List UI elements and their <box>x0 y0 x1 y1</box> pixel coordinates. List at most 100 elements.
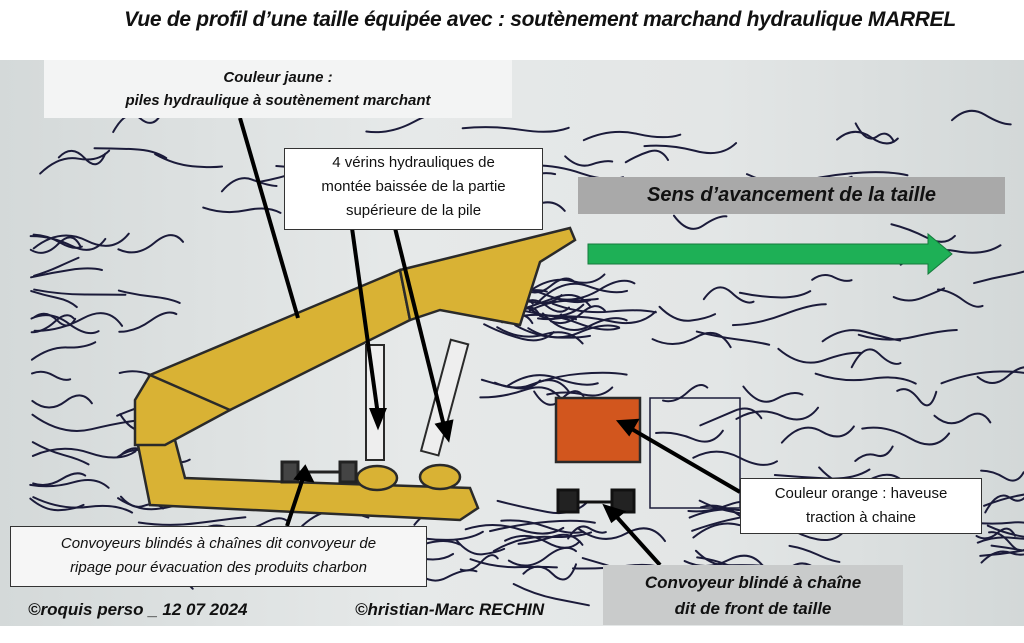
scribble-stroke <box>788 544 841 563</box>
scribble-stroke <box>940 370 1024 385</box>
scribble-stroke <box>655 429 724 443</box>
scribble-stroke <box>29 478 110 489</box>
scribble-stroke <box>814 372 917 385</box>
scribble-stroke <box>850 348 902 369</box>
scribble-stroke <box>154 153 224 169</box>
scribble-stroke <box>980 469 1024 482</box>
scribble-stroke <box>461 126 570 133</box>
label-front-conveyor: Convoyeur blindé à chaîne dit de front d… <box>603 565 903 625</box>
scribble-stroke <box>32 232 130 250</box>
scribble-stroke <box>117 234 185 254</box>
hydraulic-jacks <box>365 338 470 461</box>
scribble-stroke <box>699 407 763 427</box>
label-ripage-conveyor: Convoyeurs blindés à chaînes dit convoye… <box>10 526 427 587</box>
pile-front-canopy <box>398 226 577 327</box>
scribble-stroke <box>531 273 606 291</box>
label-line: supérieure de la pile <box>345 202 482 219</box>
scribble-stroke <box>30 341 97 361</box>
scribble-stroke <box>454 538 506 556</box>
scribble-stroke <box>57 149 107 166</box>
scribble-stroke <box>821 329 902 343</box>
scribble-stroke <box>857 329 958 341</box>
scribble-stroke <box>517 533 584 546</box>
label-line: dit de front de taille <box>674 599 832 618</box>
scribble-stroke <box>483 323 555 342</box>
scribble-stroke <box>504 534 581 549</box>
scribble-stroke <box>624 149 670 164</box>
scribble-stroke <box>479 386 563 400</box>
scribble-stroke <box>480 378 542 390</box>
scribble-stroke <box>936 288 984 308</box>
ripage-conveyor <box>280 460 358 484</box>
scribble-stroke <box>742 385 804 403</box>
scribble-stroke <box>512 583 590 607</box>
scribble-stroke <box>738 290 812 299</box>
diagram-title: Vue de profil d’une taille équipée avec … <box>124 8 956 31</box>
scribble-stroke <box>30 314 100 335</box>
label-line: 4 vérins hydrauliques de <box>332 154 495 171</box>
label-hydraulic-jacks: 4 vérins hydrauliques de montée baissée … <box>284 148 543 230</box>
scribble-stroke <box>662 384 709 403</box>
jack-foot <box>418 463 462 491</box>
scribble-stroke <box>118 311 178 333</box>
scribble-stroke <box>556 279 636 301</box>
scribble-stroke <box>541 312 628 331</box>
scribble-stroke <box>658 305 717 322</box>
footer-sketch-credit: ©roquis perso _ 12 07 2024 <box>28 600 248 619</box>
scribble-stroke <box>780 425 855 444</box>
scribble-stroke <box>32 496 134 514</box>
scribble-stroke <box>777 347 863 364</box>
scribble-stroke <box>980 550 1024 564</box>
direction-arrow <box>587 232 953 276</box>
hydraulic-pile <box>133 226 577 522</box>
scribble-stroke <box>33 312 124 332</box>
pile-base <box>136 438 480 522</box>
scribble-stroke <box>33 288 127 296</box>
scribble-stroke <box>564 155 614 167</box>
shearer-trace-outline <box>649 397 741 509</box>
scribble-stroke <box>933 412 992 425</box>
scribble-stroke <box>854 445 894 463</box>
jack-foot <box>355 464 399 492</box>
scribble-stroke <box>31 441 90 466</box>
scribble-stroke <box>836 130 899 145</box>
label-orange-color: Couleur orange : haveuse traction à chai… <box>740 478 982 534</box>
scribble-stroke <box>986 524 1024 538</box>
scribble-stroke <box>976 536 1024 544</box>
scribble-stroke <box>892 287 946 302</box>
scribble-stroke <box>30 290 78 309</box>
scribble-stroke <box>29 236 82 254</box>
scribble-stroke <box>735 406 820 421</box>
label-yellow-color: Couleur jaune : piles hydraulique à sout… <box>44 60 512 118</box>
label-line: montée baissée de la partie <box>321 178 506 195</box>
label-line: piles hydraulique à soutènement marchant <box>125 92 431 109</box>
scribble-stroke <box>507 546 577 567</box>
scribble-stroke <box>93 147 168 160</box>
scribble-stroke <box>854 122 895 143</box>
scribble-stroke <box>861 426 951 446</box>
scribble-stroke <box>137 516 247 526</box>
label-advance-direction: Sens d’avancement de la taille <box>578 177 1005 214</box>
scribble-stroke <box>550 305 606 325</box>
scribble-stroke <box>469 558 558 569</box>
scribble-stroke <box>220 177 278 193</box>
label-line: Couleur orange : haveuse <box>774 485 948 502</box>
scribble-stroke <box>492 531 593 552</box>
scribble-stroke <box>890 223 956 243</box>
scribble-stroke <box>202 206 282 214</box>
scribble-stroke <box>29 235 107 251</box>
scribble-stroke <box>32 233 83 249</box>
scribble-stroke <box>979 549 1024 557</box>
label-line: Convoyeurs blindés à chaînes dit convoye… <box>60 535 377 552</box>
scribble-stroke <box>576 527 667 543</box>
scribble-stroke <box>811 274 853 282</box>
scribble-stroke <box>582 130 682 142</box>
label-line: Couleur jaune : <box>223 69 333 86</box>
scribble-stroke <box>984 494 1024 514</box>
label-line: ripage pour évacuation des produits char… <box>70 559 367 576</box>
scribble-stroke <box>538 282 629 302</box>
label-line: Convoyeur blindé à chaîne <box>644 573 862 592</box>
scribble-stroke <box>30 267 103 279</box>
scribble-stroke <box>496 326 584 345</box>
front-conveyor <box>556 488 636 514</box>
